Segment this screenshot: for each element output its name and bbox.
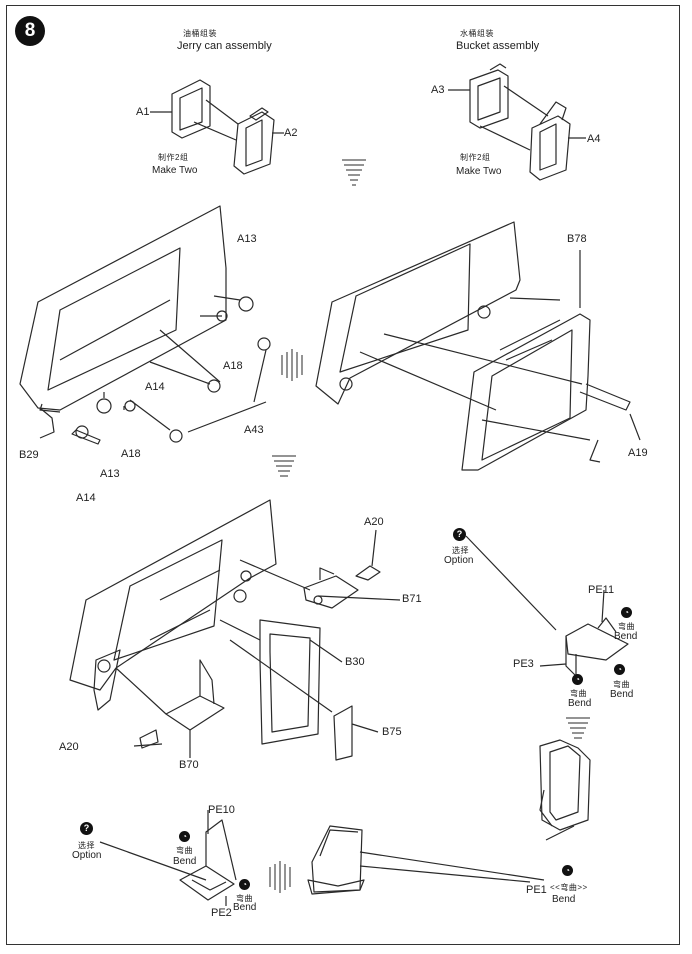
jerry-can-make-cn: 制作2组 (158, 153, 189, 162)
part-label-pe1: PE1 (526, 884, 547, 896)
part-label-b71: B71 (402, 593, 422, 605)
bend-5-cn: 弯曲 (236, 894, 253, 903)
option-left-label: Option (72, 850, 102, 861)
option-icon-right: ? (453, 528, 466, 541)
bend-2-label: Bend (610, 689, 634, 700)
step-number-badge: 8 (15, 16, 45, 46)
jerry-can-make: Make Two (152, 165, 198, 176)
part-label-a18-bottom: A18 (121, 448, 141, 460)
part-label-a3: A3 (431, 84, 445, 96)
side-panel-lower-left (69, 499, 401, 761)
bend-1-cn: 弯曲 (618, 622, 635, 631)
side-panel-upper-right (315, 221, 641, 471)
part-label-a18-top: A18 (223, 360, 243, 372)
jerry-can-title: Jerry can assembly (177, 40, 272, 52)
part-label-pe3: PE3 (513, 658, 534, 670)
option-right-label: Option (444, 555, 474, 566)
part-label-a20-bottom: A20 (59, 741, 79, 753)
part-label-a43: A43 (244, 424, 264, 436)
option-right-cn: 选择 (452, 546, 469, 555)
bucket-parts (448, 63, 586, 181)
pe-brackets-right (465, 535, 629, 841)
bend-2-cn: 弯曲 (613, 680, 630, 689)
part-label-a4: A4 (587, 133, 601, 145)
bend-icon-1: ◔ (621, 607, 632, 618)
part-label-a13-bottom: A13 (100, 468, 120, 480)
part-label-b78: B78 (567, 233, 587, 245)
jerry-can-title-cn: 油桶组装 (183, 29, 217, 38)
part-label-a14-bottom: A14 (76, 492, 96, 504)
bend-1-label: Bend (614, 631, 638, 642)
bend-5-label: Bend (233, 902, 257, 913)
bucket-make-cn: 制作2组 (460, 153, 491, 162)
side-panel-upper-left (19, 205, 271, 445)
part-label-b75: B75 (382, 726, 402, 738)
option-left-cn: 选择 (78, 841, 95, 850)
part-label-a14-top: A14 (145, 381, 165, 393)
part-label-pe2: PE2 (211, 907, 232, 919)
part-label-a13-top: A13 (237, 233, 257, 245)
bend-icon-3: ◔ (572, 674, 583, 685)
bend-3-label: Bend (568, 698, 592, 709)
pe-brackets-lower (99, 810, 545, 906)
bucket-title: Bucket assembly (456, 40, 540, 52)
part-label-b30: B30 (345, 656, 365, 668)
bend-icon-4: ◔ (179, 831, 190, 842)
flow-arrows (269, 159, 590, 893)
part-label-pe11: PE11 (588, 584, 615, 596)
bend-icon-5: ◔ (239, 879, 250, 890)
bend-icon-6: ◔ (562, 865, 573, 876)
page-border (6, 5, 680, 945)
bend-4-label: Bend (173, 856, 197, 867)
part-label-a19: A19 (628, 447, 648, 459)
bend-3-cn: 弯曲 (570, 689, 587, 698)
part-label-pe10: PE10 (208, 804, 235, 816)
part-label-b29: B29 (19, 449, 39, 461)
bucket-make: Make Two (456, 166, 502, 177)
bucket-title-cn: 水桶组装 (460, 29, 494, 38)
part-label-a20-top: A20 (364, 516, 384, 528)
bend-6-label: Bend (552, 894, 576, 905)
part-label-b70: B70 (179, 759, 199, 771)
part-label-a2: A2 (284, 127, 298, 139)
bend-4-cn: 弯曲 (176, 846, 193, 855)
option-icon-left: ? (80, 822, 93, 835)
bend-icon-2: ◔ (614, 664, 625, 675)
bend-6-cn: <<弯曲>> (550, 883, 588, 892)
jerry-can-parts (150, 79, 284, 175)
part-label-a1: A1 (136, 106, 150, 118)
